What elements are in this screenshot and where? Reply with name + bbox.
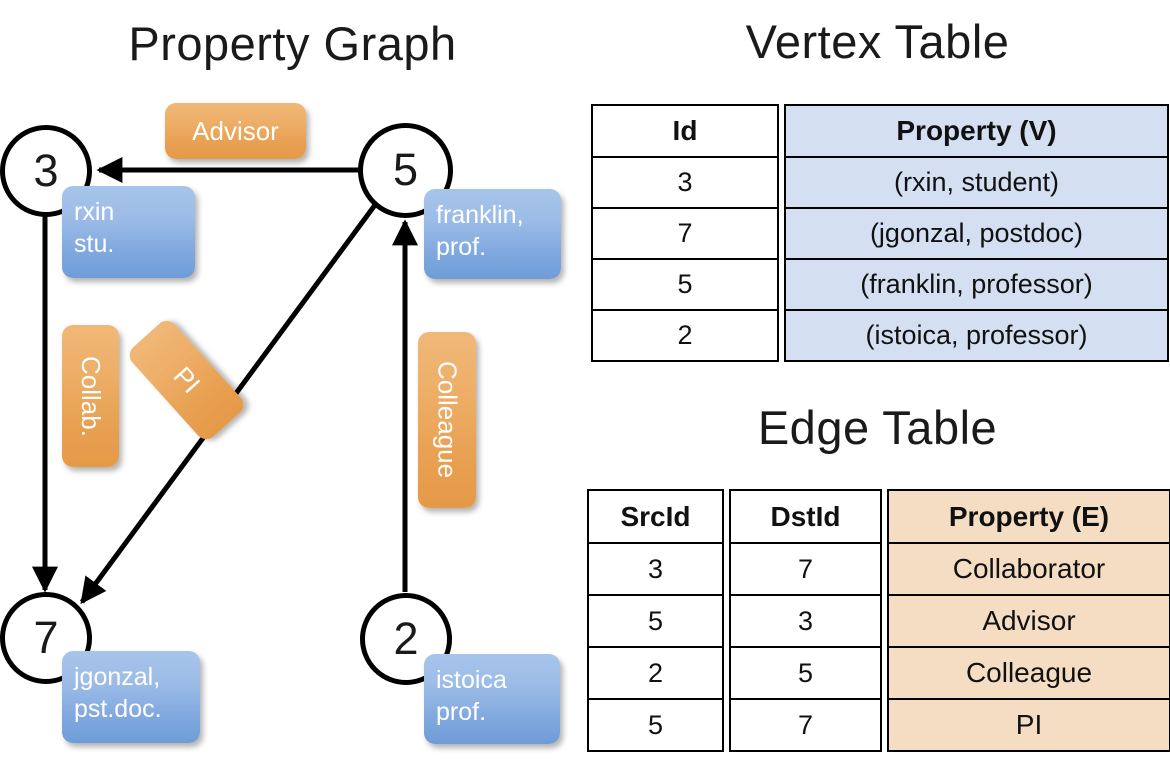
table-row: (franklin, professor)	[784, 258, 1169, 311]
table-row: 3	[729, 594, 882, 648]
edge-label-colleague: Colleague	[418, 332, 476, 508]
table-row: Colleague	[887, 646, 1170, 700]
vertex-property-jgonzal-line2: pst.doc.	[74, 695, 162, 723]
graph-node-5[interactable]: 5	[358, 123, 453, 218]
table-row: 5	[587, 594, 724, 648]
table-row: 7	[591, 207, 779, 260]
table-row: 7	[729, 542, 882, 596]
edge-label-advisor-text: Advisor	[192, 115, 279, 146]
edge-table-header-srcid: SrcId	[587, 489, 724, 544]
page-title-property-graph: Property Graph	[128, 17, 457, 70]
table-row: 3	[587, 542, 724, 596]
edge-table: SrcId 3 5 2 5 DstId 7 3 5 7 Property (E)…	[587, 489, 1170, 752]
table-row: 2	[591, 309, 779, 362]
edge-label-collab: Collab.	[62, 325, 119, 467]
vertex-property-franklin-line2: prof.	[436, 233, 487, 261]
vertex-property-box-jgonzal: jgonzal, pst.doc.	[62, 651, 200, 743]
vertex-table-property-column: Property (V) (rxin, student) (jgonzal, p…	[784, 104, 1169, 362]
table-row: PI	[887, 698, 1170, 752]
table-row: 7	[729, 698, 882, 752]
graph-node-3-label: 3	[33, 144, 59, 196]
edge-table-header-property: Property (E)	[887, 489, 1170, 544]
vertex-table-header-id: Id	[591, 104, 779, 158]
graph-node-2-label: 2	[393, 612, 419, 664]
table-row: 5	[587, 698, 724, 752]
vertex-property-franklin-line1: franklin,	[436, 201, 524, 229]
page-title-edge-table: Edge Table	[757, 401, 998, 454]
table-row: 5	[591, 258, 779, 311]
table-row: 5	[729, 646, 882, 700]
table-row: Collaborator	[887, 542, 1170, 596]
graph-node-7-label: 7	[33, 611, 59, 663]
vertex-property-istoica-line1: istoica	[436, 666, 507, 694]
edge-label-pi-text: PI	[167, 360, 207, 399]
vertex-property-rxin-line1: rxin	[74, 198, 115, 226]
edge-label-advisor: Advisor	[165, 103, 306, 159]
page-title-vertex-table: Vertex Table	[745, 15, 1010, 68]
graph-node-5-label: 5	[392, 144, 419, 195]
vertex-property-box-franklin: franklin, prof.	[424, 189, 561, 279]
property-graph-diagram: Advisor Collab. PI Colleague rxin stu. f…	[0, 103, 561, 744]
table-row: (rxin, student)	[784, 156, 1169, 209]
vertex-property-rxin-line2: stu.	[74, 230, 115, 258]
table-row: 2	[587, 646, 724, 700]
edge-table-header-dstid: DstId	[729, 489, 882, 544]
vertex-table: Id 3 7 5 2 Property (V) (rxin, student) …	[591, 104, 1169, 362]
vertex-property-box-rxin: rxin stu.	[62, 186, 195, 278]
table-row: (jgonzal, postdoc)	[784, 207, 1169, 260]
vertex-property-istoica-line2: prof.	[436, 698, 487, 726]
vertex-table-id-column: Id 3 7 5 2	[591, 104, 779, 362]
vertex-property-box-istoica: istoica prof.	[424, 654, 560, 744]
table-row: 3	[591, 156, 779, 209]
table-row: Advisor	[887, 594, 1170, 648]
edge-table-dstid-column: DstId 7 3 5 7	[729, 489, 882, 752]
vertex-property-jgonzal-line1: jgonzal,	[74, 663, 161, 691]
edge-label-colleague-text: Colleague	[432, 361, 463, 479]
graph-node-2[interactable]: 2	[360, 593, 452, 685]
edge-table-srcid-column: SrcId 3 5 2 5	[587, 489, 724, 752]
edge-label-pi: PI	[125, 316, 248, 444]
table-row: (istoica, professor)	[784, 309, 1169, 362]
vertex-table-header-property: Property (V)	[784, 104, 1169, 158]
edge-label-collab-text: Collab.	[76, 355, 106, 437]
edge-table-property-column: Property (E) Collaborator Advisor Collea…	[887, 489, 1170, 752]
